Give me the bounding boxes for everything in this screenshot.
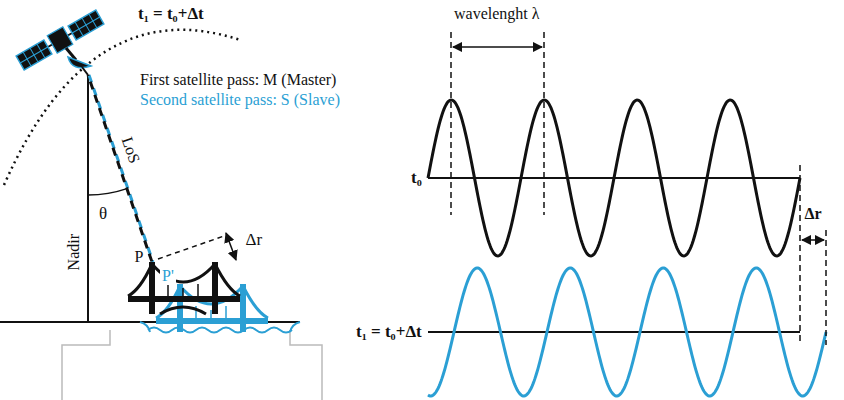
satellite-icon	[15, 8, 105, 71]
point-label: P'	[160, 267, 176, 285]
wavelength-label: wavelenght λ	[454, 5, 540, 23]
shift-arrow	[802, 239, 824, 241]
pass-label: Second satellite pass: S (Slave)	[140, 91, 340, 109]
wavelength-guide	[543, 32, 545, 215]
master-wave	[428, 100, 800, 256]
wavelength-arrow	[453, 46, 542, 48]
nadir-label: Nadir	[65, 234, 83, 270]
shift-guide	[825, 230, 827, 345]
point-label: P	[133, 248, 146, 266]
satellite-feed	[82, 67, 88, 75]
time-label: t₁ = t₀+Δt	[138, 4, 204, 24]
angle-label: θ	[99, 204, 107, 224]
time-axis	[428, 331, 800, 333]
dimension-arrow	[226, 233, 236, 260]
los-label: LoS	[117, 135, 143, 166]
time-label: t₀	[411, 168, 422, 188]
satellite-dish	[68, 57, 91, 68]
angle-arc	[88, 189, 127, 195]
slave-wave	[428, 268, 826, 396]
terrain-outline	[62, 330, 110, 400]
shift-guide	[799, 165, 801, 345]
wavelength-guide	[450, 32, 452, 215]
time-label: t₁ = t₀+Δt	[356, 322, 422, 342]
terrain-outline	[290, 330, 322, 400]
dimension-label: Δr	[805, 205, 822, 223]
nadir-line	[87, 75, 89, 322]
pass-label: First satellite pass: M (Master)	[140, 71, 336, 89]
dimension-label: Δr	[246, 230, 263, 250]
bridge-master	[128, 262, 240, 314]
dimension-extension	[158, 236, 224, 259]
water-waves	[148, 328, 292, 333]
